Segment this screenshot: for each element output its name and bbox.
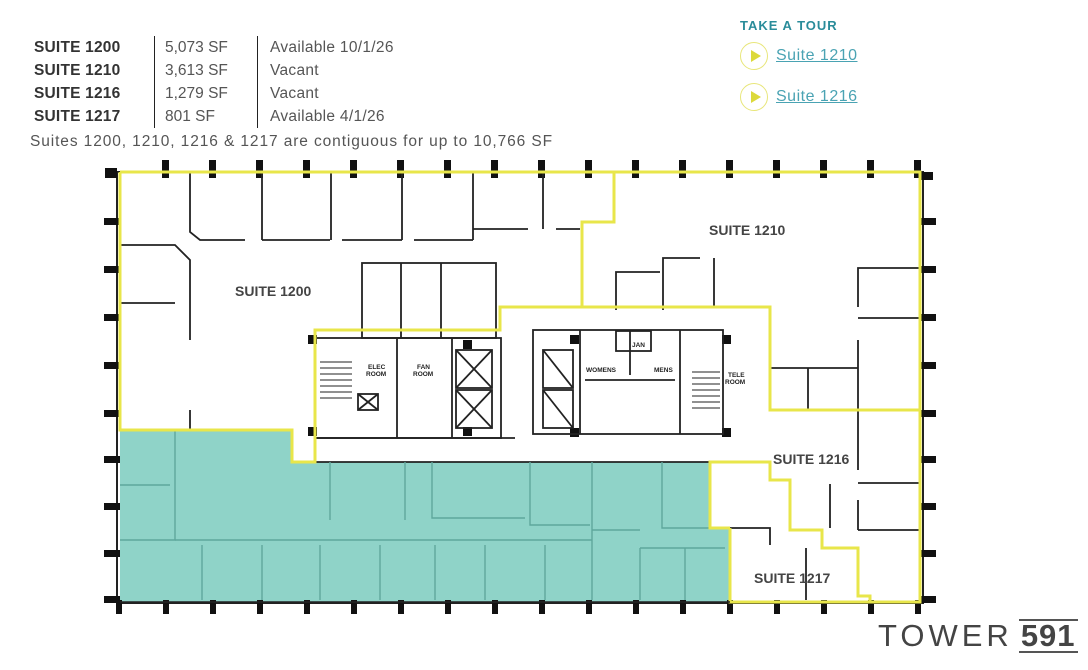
- brand-number: 591: [1018, 618, 1078, 653]
- elec-room-label: ELEC: [368, 364, 386, 371]
- tele-room-label-2: ROOM: [725, 379, 745, 386]
- brand-word: TOWER: [878, 618, 1013, 653]
- suite-1210-label: SUITE 1210: [709, 222, 785, 238]
- suite-availability-table: SUITE 1200 5,073 SF Available 10/1/26 SU…: [34, 36, 394, 128]
- suite-sf: 3,613 SF: [154, 59, 258, 82]
- suite-name: SUITE 1217: [34, 108, 121, 125]
- tower-591-logo: TOWER 591: [878, 618, 1078, 654]
- suite-1200-label: SUITE 1200: [235, 283, 311, 299]
- suite-name: SUITE 1216: [34, 85, 121, 102]
- leased-interior-walls: [120, 430, 725, 600]
- suite-row: SUITE 1216 1,279 SF Vacant: [34, 82, 394, 105]
- suite-outlines: [118, 170, 922, 604]
- suite-name: SUITE 1210: [34, 62, 121, 79]
- columns: [104, 160, 936, 614]
- suite-sf: 1,279 SF: [154, 82, 258, 105]
- suite-row: SUITE 1200 5,073 SF Available 10/1/26: [34, 36, 394, 59]
- play-icon[interactable]: [740, 42, 768, 70]
- mens-label: MENS: [654, 367, 673, 374]
- tour-link-suite-1216[interactable]: Suite 1216: [740, 82, 858, 112]
- womens-label: WOMENS: [586, 367, 617, 374]
- suite-sf: 5,073 SF: [154, 36, 258, 59]
- suite-1216-label: SUITE 1216: [773, 451, 849, 467]
- tele-room-label: TELE: [728, 372, 745, 379]
- play-icon[interactable]: [740, 83, 768, 111]
- suite-labels: SUITE 1200 SUITE 1210 SUITE 1216 SUITE 1…: [235, 222, 849, 586]
- suite-availability: Available 10/1/26: [256, 36, 394, 59]
- suite-availability: Vacant: [256, 82, 394, 105]
- suite-row: SUITE 1217 801 SF Available 4/1/26: [34, 105, 394, 128]
- take-a-tour-panel: TAKE A TOUR Suite 1210 Suite 1216: [740, 18, 858, 123]
- suite-name: SUITE 1200: [34, 39, 121, 56]
- suite-availability: Vacant: [256, 59, 394, 82]
- suite-availability: Available 4/1/26: [256, 105, 394, 128]
- tour-link-label[interactable]: Suite 1210: [776, 47, 858, 64]
- suite-sf: 801 SF: [154, 105, 258, 128]
- leased-area: [120, 430, 730, 602]
- tour-link-label[interactable]: Suite 1216: [776, 88, 858, 105]
- room-labels: ELEC ROOM FAN ROOM WOMENS MENS JAN TELE …: [366, 342, 745, 386]
- interior-walls: [120, 172, 920, 600]
- suite-1217-label: SUITE 1217: [754, 570, 830, 586]
- elec-room-label-2: ROOM: [366, 371, 386, 378]
- contiguous-note: Suites 1200, 1210, 1216 & 1217 are conti…: [30, 133, 553, 150]
- jan-label: JAN: [632, 342, 645, 349]
- tour-link-suite-1210[interactable]: Suite 1210: [740, 41, 858, 71]
- fan-room-label-2: ROOM: [413, 371, 433, 378]
- fan-room-label: FAN: [417, 364, 430, 371]
- tour-title: TAKE A TOUR: [740, 18, 838, 33]
- suite-row: SUITE 1210 3,613 SF Vacant: [34, 59, 394, 82]
